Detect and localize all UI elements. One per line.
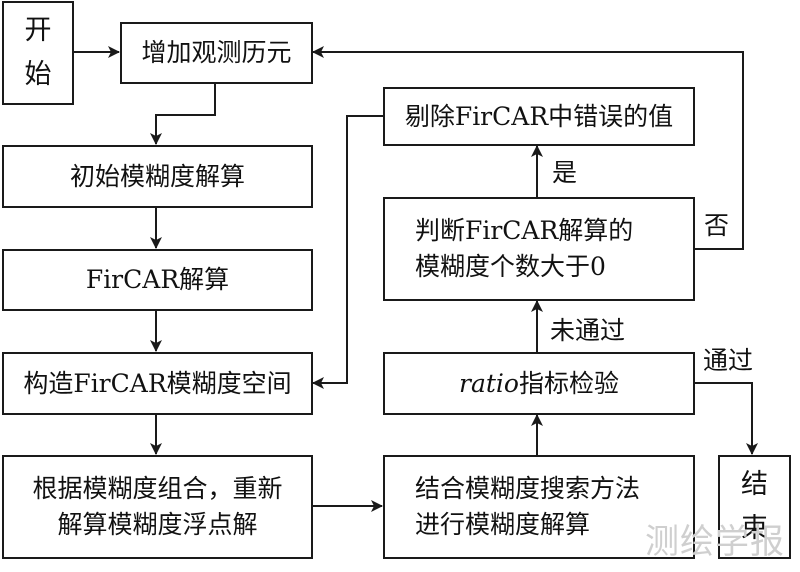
node-add-epoch-label: 增加观测历元 [141, 38, 292, 67]
node-ratio-test-rest: 指标检验 [518, 368, 619, 398]
node-initial-ambiguity-label: 初始模糊度解算 [69, 161, 245, 191]
edge-label-yes: 是 [552, 158, 578, 187]
node-recompute-float-line2: 解算模糊度浮点解 [57, 510, 258, 539]
node-search-solve-line2: 进行模糊度解算 [415, 510, 591, 539]
node-build-space: 构造FirCAR模糊度空间 [2, 352, 313, 415]
node-end-char1: 结 [741, 469, 768, 500]
node-ratio-test-label: ratio指标检验 [459, 366, 619, 402]
edge-remove-to-build-space [312, 115, 383, 389]
node-judge-count-line1: 判断FirCAR解算的 [415, 216, 634, 245]
node-search-solve-line1: 结合模糊度搜索方法 [415, 474, 641, 503]
node-initial-ambiguity: 初始模糊度解算 [2, 145, 313, 208]
node-remove-wrong-label: 剔除FirCAR中错误的值 [404, 101, 674, 131]
node-start: 开 始 [2, 1, 74, 105]
watermark: 测绘学报 [645, 522, 785, 562]
node-fircar-solve: FirCAR解算 [2, 249, 313, 311]
edge-ratio-to-end [694, 382, 758, 455]
node-start-char2: 始 [24, 59, 52, 90]
node-recompute-float-line1: 根据模糊度组合，重新 [32, 474, 283, 503]
node-start-char1: 开 [24, 15, 52, 46]
node-judge-count: 判断FirCAR解算的 模糊度个数大于0 [383, 197, 695, 301]
node-search-solve: 结合模糊度搜索方法 进行模糊度解算 [383, 455, 695, 559]
node-fircar-solve-label: FirCAR解算 [85, 265, 230, 294]
node-end: 结 束 [718, 455, 791, 559]
edge-add-epoch-to-initial [150, 83, 216, 145]
node-judge-count-line2: 模糊度个数大于0 [415, 252, 606, 281]
edge-judge-to-add-epoch [312, 46, 744, 250]
node-ratio-test: ratio指标检验 [383, 352, 695, 415]
edge-label-no: 否 [704, 211, 730, 240]
node-ratio-test-italic: ratio [459, 368, 519, 398]
node-build-space-label: 构造FirCAR模糊度空间 [23, 368, 292, 398]
edge-label-passed: 通过 [703, 346, 754, 375]
edge-label-not-passed: 未通过 [550, 316, 626, 345]
node-end-char2: 束 [741, 513, 768, 544]
node-remove-wrong: 剔除FirCAR中错误的值 [383, 87, 695, 146]
node-recompute-float: 根据模糊度组合，重新 解算模糊度浮点解 [2, 455, 313, 559]
node-add-epoch: 增加观测历元 [120, 22, 313, 84]
